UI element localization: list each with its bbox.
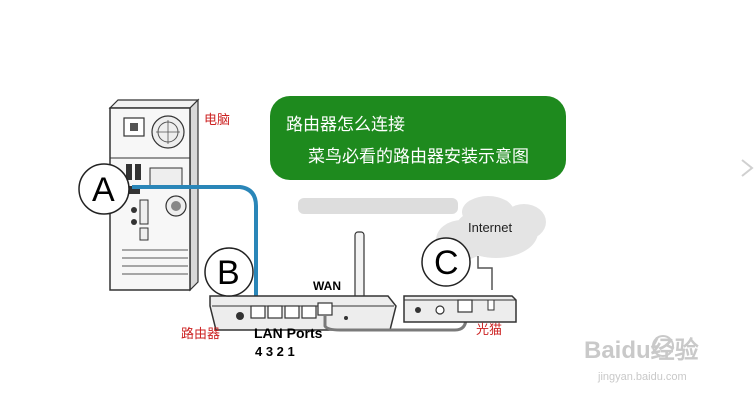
marker-c-letter: C xyxy=(434,244,459,282)
watermark-url: jingyan.baidu.com xyxy=(597,371,687,383)
watermark-brand: Baidu经验 xyxy=(584,336,699,364)
lan-port-3 xyxy=(267,305,283,319)
router-label: 路由器 xyxy=(181,326,220,342)
next-arrow-icon xyxy=(741,159,754,177)
wan-label: WAN xyxy=(313,279,341,293)
paw-icon xyxy=(652,335,674,357)
computer-tower xyxy=(108,98,200,292)
marker-a: A xyxy=(78,163,130,215)
lan-port-4 xyxy=(250,305,266,319)
marker-b-letter: B xyxy=(217,254,240,292)
router xyxy=(209,231,397,331)
modem-label: 光猫 xyxy=(476,323,502,338)
blurred-text-strip xyxy=(298,198,458,214)
lan-port-2 xyxy=(284,305,300,319)
modem xyxy=(403,295,517,323)
ethernet-port-icon xyxy=(128,186,140,194)
internet-line xyxy=(477,256,493,290)
banner-title: 路由器怎么连接 xyxy=(286,115,405,135)
banner-background xyxy=(270,96,566,180)
baidu-watermark: Baidu经验 jingyan.baidu.com xyxy=(584,335,699,383)
port-numbers-label: 4 3 2 1 xyxy=(255,344,295,359)
marker-c: C xyxy=(421,237,471,287)
gray-wan-cable xyxy=(323,308,468,332)
computer-label: 电脑 xyxy=(204,113,230,128)
marker-b: B xyxy=(204,247,254,297)
lan-port-1 xyxy=(301,305,317,319)
modem-port xyxy=(457,299,473,313)
blue-ethernet-cable xyxy=(132,185,258,306)
lan-ports-label: LAN Ports xyxy=(254,325,323,341)
internet-cloud-icon xyxy=(436,196,546,260)
title-banner: 路由器怎么连接 菜鸟必看的路由器安装示意图 xyxy=(270,96,566,180)
internet-label: Internet xyxy=(468,220,512,235)
banner-subtitle: 菜鸟必看的路由器安装示意图 xyxy=(308,147,529,167)
wan-port xyxy=(317,302,333,316)
marker-a-letter: A xyxy=(92,171,115,209)
